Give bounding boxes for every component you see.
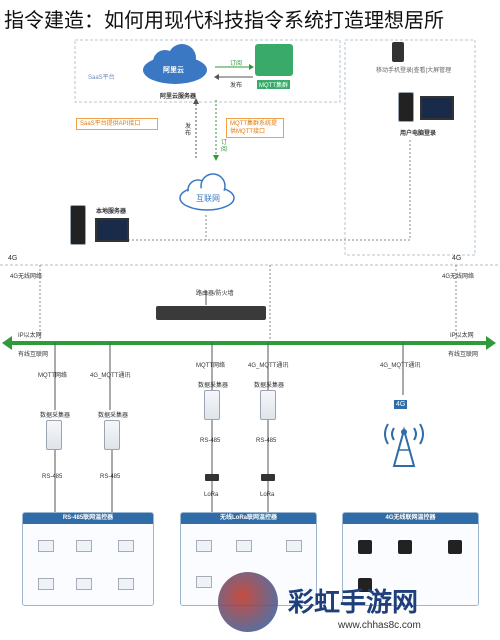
ip-ethernet-right-label: IP以太网 (450, 333, 474, 339)
internet-label: 互联网 (196, 194, 220, 203)
rs485-sensor-5 (76, 578, 92, 590)
lora-sensor-1 (196, 540, 212, 552)
local-server-label: 本地服务器 (96, 209, 127, 215)
pc-tower-icon (398, 92, 414, 122)
lora-sensor-2 (236, 540, 252, 552)
4g-tower-icon (384, 423, 424, 467)
internet-cloud-icon (179, 173, 235, 211)
rs485-2-label: RS-485 (100, 474, 121, 480)
4g-controller-1 (358, 540, 372, 554)
cloud-arrows (214, 64, 254, 80)
router-switch-icon (156, 306, 266, 320)
collector-4-icon (260, 390, 276, 420)
aliyun-server-label: 阿里云服务器 (160, 94, 197, 100)
local-server-icon (70, 205, 86, 245)
rs485-sensor-2 (76, 540, 92, 552)
wired-left-label: 有线互联网 (18, 352, 49, 358)
ip-ethernet-left-label: IP以太网 (18, 333, 42, 339)
mobile-phone-icon (392, 42, 404, 62)
saas-label: SaaS平台 (88, 75, 115, 81)
lora-sensor-3 (286, 540, 302, 552)
mobile-label: 移动手机登录|查看|大屏管理 (376, 68, 452, 74)
rs485-3-label: RS-485 (200, 438, 221, 444)
subscribe-label: 订阅 (230, 61, 243, 67)
subscribe-vertical-label: 订阅 (221, 140, 228, 153)
aliyun-label: 阿里云 (163, 67, 184, 74)
router-label: 路由器/防火墙 (196, 291, 234, 297)
mqtt-net-left-label: MQTT网络 (38, 373, 67, 379)
watermark-url: www.chhas8c.com (338, 620, 421, 631)
wired-right-label: 有线互联网 (448, 352, 479, 358)
rs485-sensor-1 (38, 540, 54, 552)
collector-1-icon (46, 420, 62, 450)
mqtt-net-mid-label: MQTT网络 (196, 363, 225, 369)
4g-badge: 4G (394, 400, 408, 409)
rs485-4-label: RS-485 (256, 438, 277, 444)
collector-2-icon (104, 420, 120, 450)
rs485-panel-title: RS-485联网温控器 (23, 513, 153, 524)
4g-mqtt-right-label: 4G_MQTT通讯 (380, 363, 421, 369)
4g-wireless-left-label: 4G无线网络 (10, 274, 43, 280)
lora-sensor-4 (196, 576, 212, 588)
rs485-sensor-6 (118, 578, 134, 590)
saas-api-box: SaaS平台提供API接口 (76, 118, 158, 130)
4g-left-label: 4G (8, 255, 18, 262)
mqtt-cluster-icon (255, 44, 293, 76)
collector-3-icon (204, 390, 220, 420)
collector-4-label: 数据采集器 (254, 383, 285, 389)
lora-panel-title: 无线LoRa联网温控器 (181, 513, 316, 524)
rs485-sensor-4 (38, 578, 54, 590)
page-title: 指令建造：如何用现代科技指令系统打造理想居所 (4, 8, 444, 32)
lora-module-1-icon (205, 474, 219, 481)
rs485-1-label: RS-485 (42, 474, 63, 480)
lora-module-2-icon (261, 474, 275, 481)
mqtt-cluster-label: MQTT集群 (257, 80, 290, 89)
publish-label: 发布 (230, 83, 243, 89)
publish-vertical-label: 发布 (185, 124, 192, 137)
lora-1-label: LoRa (204, 492, 219, 498)
rs485-panel: RS-485联网温控器 (22, 512, 154, 606)
4g-mqtt-left-label: 4G_MQTT通讯 (90, 373, 131, 379)
4g-panel-title: 4G无线联网温控器 (343, 513, 478, 524)
mqtt-service-box: MQTT集群系统提供MQTT接口 (226, 118, 284, 138)
4g-mqtt-mid-label: 4G_MQTT通讯 (248, 363, 289, 369)
collector-3-label: 数据采集器 (198, 383, 229, 389)
collector-2-label: 数据采集器 (98, 413, 129, 419)
4g-controller-4 (358, 578, 372, 592)
watermark-logo-icon (218, 572, 278, 632)
4g-controller-3 (448, 540, 462, 554)
4g-right-label: 4G (452, 255, 462, 262)
watermark-text: 彩虹手游网 (288, 588, 419, 618)
pc-monitor-icon (420, 96, 454, 120)
rs485-sensor-3 (118, 540, 134, 552)
4g-controller-2 (398, 540, 412, 554)
4g-wireless-right-label: 4G无线网络 (442, 274, 475, 280)
collector-1-label: 数据采集器 (40, 413, 71, 419)
lora-2-label: LoRa (260, 492, 275, 498)
aliyun-cloud-icon (143, 44, 207, 84)
pc-login-label: 用户电脑登录 (400, 131, 437, 137)
local-monitor-icon (95, 218, 129, 242)
